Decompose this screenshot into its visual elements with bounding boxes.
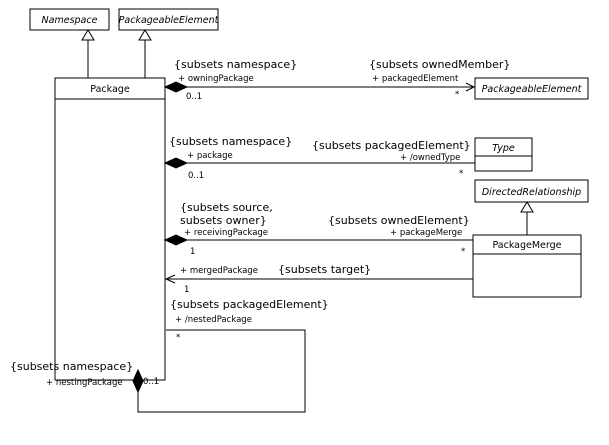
- nested-package-source-mult: 0..1: [143, 377, 159, 387]
- nested-package-target-constraint: {subsets packagedElement}: [170, 298, 329, 311]
- merged-package-constraint: {subsets target}: [278, 263, 371, 276]
- owned-type-target-role: + /ownedType: [400, 153, 460, 163]
- class-type[interactable]: Type: [474, 137, 533, 172]
- association-nested-package[interactable]: [132, 329, 306, 413]
- composition-diamond-receiving-package: [163, 234, 189, 246]
- class-package[interactable]: Package: [54, 77, 166, 381]
- package-merge-target-mult: *: [461, 247, 465, 257]
- class-packageable-element-right[interactable]: PackageableElement: [474, 77, 589, 100]
- generalization-arrow-namespace: [81, 29, 95, 41]
- package-merge-target-role: + packageMerge: [390, 228, 462, 238]
- owned-type-target-mult: *: [459, 169, 463, 179]
- class-directed-relationship[interactable]: DirectedRelationship: [474, 179, 589, 203]
- class-package-label: Package: [90, 84, 130, 95]
- class-packageable-element-right-label: PackageableElement: [482, 84, 583, 95]
- nested-package-target-role: + /nestedPackage: [175, 315, 252, 325]
- generalization-arrow-packageable: [138, 29, 152, 41]
- merged-package-role: + mergedPackage: [180, 266, 258, 276]
- package-merge-target-constraint: {subsets ownedElement}: [328, 214, 470, 227]
- package-merge-source-role: + receivingPackage: [184, 228, 268, 238]
- owned-member-target-mult: *: [455, 90, 459, 100]
- merged-package-mult: 1: [184, 285, 189, 295]
- owned-member-source-constraint: {subsets namespace}: [174, 58, 297, 71]
- class-namespace[interactable]: Namespace: [29, 8, 110, 31]
- owned-type-source-mult: 0..1: [188, 171, 204, 181]
- class-directed-relationship-label: DirectedRelationship: [482, 187, 581, 198]
- class-packageable-element-top-label: PackageableElement: [119, 15, 220, 26]
- nested-package-source-role: + nestingPackage: [46, 378, 123, 388]
- composition-diamond-nesting-package: [132, 368, 144, 394]
- owned-type-source-role: + package: [187, 151, 233, 161]
- composition-diamond-owning-package: [163, 81, 189, 93]
- class-namespace-label: Namespace: [42, 15, 98, 26]
- package-merge-source-constraint-line2: subsets owner}: [180, 214, 267, 227]
- owned-member-source-mult: 0..1: [186, 92, 202, 102]
- navigable-arrow-packaged-element: [465, 82, 476, 92]
- composition-diamond-package: [163, 157, 189, 169]
- association-owned-type[interactable]: [163, 157, 475, 169]
- nested-package-source-constraint: {subsets namespace}: [10, 360, 133, 373]
- owned-member-target-role: + packagedElement: [372, 74, 459, 84]
- class-packageable-element-top[interactable]: PackageableElement: [118, 8, 220, 31]
- association-merged-package[interactable]: [164, 274, 473, 284]
- generalization-arrow-directed-relationship: [520, 201, 534, 213]
- nested-package-target-mult: *: [176, 333, 180, 343]
- class-type-label: Type: [492, 143, 515, 154]
- class-package-merge[interactable]: PackageMerge: [472, 234, 582, 298]
- owned-member-target-constraint: {subsets ownedMember}: [369, 58, 510, 71]
- package-merge-source-constraint-line1: {subsets source,: [180, 201, 273, 214]
- package-merge-source-mult: 1: [190, 247, 195, 257]
- association-package-merge[interactable]: [163, 234, 473, 246]
- class-package-merge-label: PackageMerge: [492, 240, 561, 251]
- association-owned-member[interactable]: [163, 81, 476, 93]
- owned-type-target-constraint: {subsets packagedElement}: [312, 139, 471, 152]
- owned-type-source-constraint: {subsets namespace}: [169, 135, 292, 148]
- navigable-arrow-merged-package: [164, 274, 176, 284]
- owned-member-source-role: + owningPackage: [178, 74, 254, 84]
